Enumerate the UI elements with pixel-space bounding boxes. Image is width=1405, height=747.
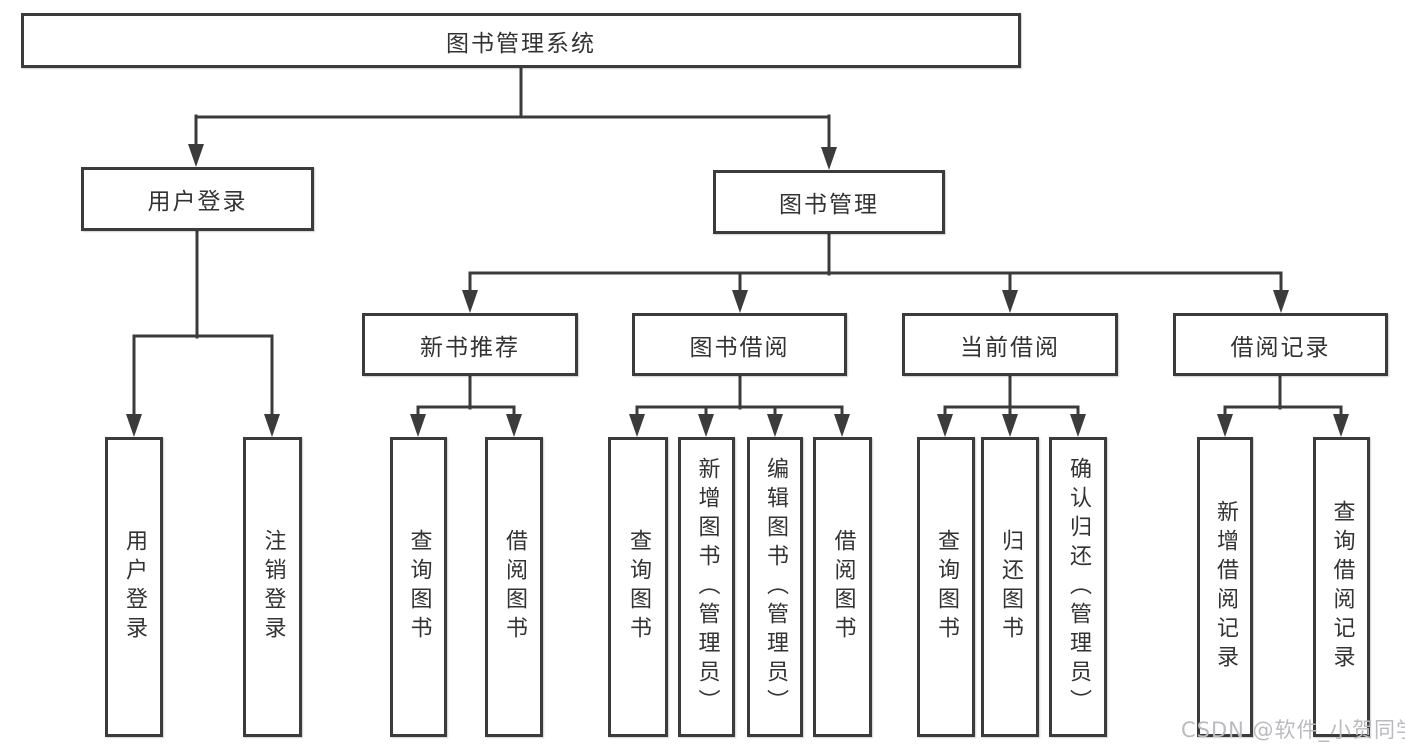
csdn-watermark: CSDN @软件_小贺同学 — [1181, 718, 1405, 742]
node-user-login: 用户登录 — [81, 167, 314, 231]
leaf-add-book-admin-label: 新增图书（管理员） — [694, 456, 720, 718]
leaf-borrow-books-recommend-label: 借阅图书 — [502, 529, 527, 645]
connector-lines — [132, 66, 1343, 419]
node-borrowing-records-label: 借阅记录 — [1230, 334, 1331, 361]
leaf-borrow-books-label: 借阅图书 — [830, 529, 856, 645]
leaf-add-borrow-record-label: 新增借阅记录 — [1213, 500, 1238, 674]
leaf-add-book-admin: 新增图书（管理员） — [678, 437, 735, 737]
leaf-logout: 注销登录 — [243, 437, 302, 737]
node-user-login-label: 用户登录 — [147, 189, 248, 215]
node-book-management: 图书管理 — [713, 170, 945, 234]
leaf-query-borrow-record-label: 查询借阅记录 — [1329, 500, 1355, 674]
leaf-borrow-books-recommend: 借阅图书 — [485, 437, 543, 737]
node-book-borrowing: 图书借阅 — [632, 313, 847, 376]
leaf-edit-book-admin: 编辑图书（管理员） — [747, 437, 803, 737]
leaf-query-books-recommend-label: 查询图书 — [406, 529, 432, 645]
leaf-query-books-recommend: 查询图书 — [390, 437, 447, 737]
node-root-label: 图书管理系统 — [446, 30, 596, 57]
node-book-borrowing-label: 图书借阅 — [689, 334, 790, 361]
leaf-return-book: 归还图书 — [981, 437, 1039, 737]
leaf-logout-label: 注销登录 — [260, 529, 286, 645]
node-borrowing-records: 借阅记录 — [1173, 313, 1388, 376]
leaf-confirm-return-admin: 确认归还（管理员） — [1049, 437, 1107, 737]
leaf-borrow-books: 借阅图书 — [813, 437, 872, 737]
node-root: 图书管理系统 — [21, 13, 1021, 68]
leaf-user-login-label: 用户登录 — [122, 529, 147, 645]
leaf-confirm-return-admin-label: 确认归还（管理员） — [1066, 456, 1091, 718]
leaf-query-books-borrow-label: 查询图书 — [626, 529, 651, 645]
node-book-management-label: 图书管理 — [779, 192, 879, 218]
leaf-edit-book-admin-label: 编辑图书（管理员） — [763, 456, 788, 718]
leaf-user-login: 用户登录 — [105, 437, 163, 737]
leaf-query-books-current: 查询图书 — [917, 437, 975, 737]
node-current-borrowing-label: 当前借阅 — [960, 334, 1060, 361]
leaf-query-borrow-record: 查询借阅记录 — [1313, 437, 1370, 737]
leaf-query-books-borrow: 查询图书 — [608, 437, 668, 737]
node-new-book-recommendation: 新书推荐 — [362, 313, 578, 376]
node-current-borrowing: 当前借阅 — [902, 313, 1118, 376]
node-new-book-recommendation-label: 新书推荐 — [420, 334, 520, 361]
leaf-add-borrow-record: 新增借阅记录 — [1197, 437, 1253, 737]
connector-arrowheads — [126, 144, 1349, 437]
leaf-query-books-current-label: 查询图书 — [934, 529, 959, 645]
leaf-return-book-label: 归还图书 — [998, 529, 1023, 645]
